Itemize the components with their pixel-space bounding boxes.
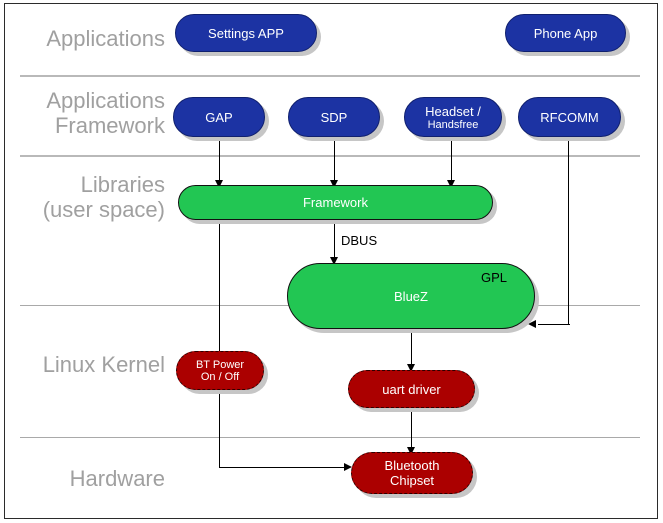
node-body [287, 263, 535, 329]
node-body [505, 14, 626, 52]
diagram-border [4, 3, 658, 519]
arrowhead-framework-to-bluez [330, 257, 338, 265]
badge-gpl: GPL [481, 270, 508, 285]
connector-framework-to-bluez [334, 219, 335, 261]
arrowhead-bluez-to-uart [407, 364, 415, 372]
node-bluetooth-chipset[interactable]: Bluetooth Chipset [351, 452, 477, 498]
node-body [176, 351, 264, 390]
node-phone-app[interactable]: Phone App [505, 14, 630, 56]
layer-label-applications-framework: Applications Framework [46, 88, 165, 138]
edge-label-dbus: DBUS [341, 233, 378, 248]
arrowhead-gap-to-framework [215, 180, 223, 188]
connector-gap-to-framework [219, 137, 220, 185]
node-body [351, 452, 473, 494]
node-settings-app[interactable]: Settings APP [175, 14, 321, 56]
divider-applications-framework [20, 155, 640, 157]
arrowhead-uart-to-chipset [407, 447, 415, 455]
connector-headset-to-framework [451, 137, 452, 185]
node-body [348, 370, 475, 408]
node-sdp[interactable]: SDP [288, 97, 384, 141]
node-framework[interactable]: Framework [178, 185, 497, 224]
layer-label-hardware: Hardware [69, 466, 165, 491]
connector-framework-to-chipset-horizontal [219, 467, 347, 468]
node-rfcomm[interactable]: RFCOMM [518, 97, 625, 141]
node-body [288, 97, 380, 137]
connector-sdp-to-framework [334, 137, 335, 185]
divider-applications [20, 75, 640, 77]
arrowhead-sdp-to-framework [330, 180, 338, 188]
arrowhead-headset-to-framework [447, 180, 455, 188]
node-uart-driver[interactable]: uart driver [348, 370, 479, 412]
layer-label-applications: Applications [46, 26, 165, 51]
node-body [175, 14, 317, 52]
layer-label-linux-kernel: Linux Kernel [42, 352, 165, 377]
node-body [178, 185, 493, 220]
connector-rfcomm-horizontal [538, 324, 570, 325]
node-body [404, 97, 502, 137]
node-headset-handsfree[interactable]: Headset / Handsfree [404, 97, 506, 141]
connector-framework-to-chipset-vertical [219, 219, 220, 468]
connector-uart-to-chipset [411, 408, 412, 452]
arrowhead-power-to-chipset [344, 463, 352, 471]
layer-label-libraries: Libraries (user space) [42, 172, 165, 222]
node-gap[interactable]: GAP [173, 97, 269, 141]
divider-linux-kernel [20, 437, 640, 438]
node-body [173, 97, 265, 137]
connector-bluez-to-uart [411, 328, 412, 368]
arrowhead-rfcomm-to-bluez [528, 320, 536, 328]
connector-rfcomm-vertical [568, 137, 569, 325]
node-bluez[interactable]: BlueZ [287, 263, 539, 333]
node-body [518, 97, 621, 137]
node-bt-power[interactable]: BT Power On / Off [176, 351, 268, 394]
